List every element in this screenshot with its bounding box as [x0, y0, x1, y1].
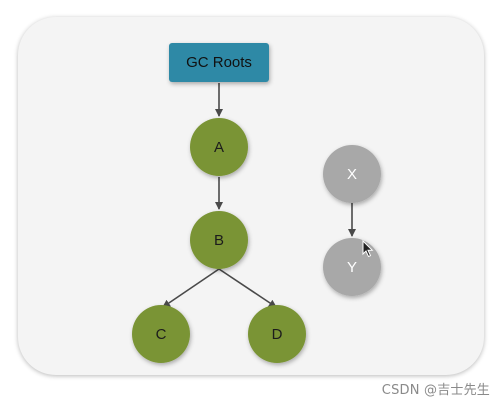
gc-roots-label: GC Roots	[186, 54, 252, 71]
edges	[162, 83, 356, 308]
node-b-label: B	[214, 232, 224, 249]
watermark: CSDN @吉士先生	[381, 383, 490, 398]
node-x-label: X	[347, 166, 357, 183]
node-c-circle	[132, 305, 190, 363]
node-d-circle	[248, 305, 306, 363]
gc-roots-box	[169, 43, 269, 82]
node-d-label: D	[272, 326, 283, 343]
gc-roots-node: GC Roots	[169, 43, 269, 82]
node-a-circle	[190, 118, 248, 176]
node-d: D	[248, 305, 306, 363]
edge-b-d	[218, 268, 277, 308]
mouse-pointer-icon	[362, 240, 374, 258]
node-a: A	[190, 118, 248, 176]
node-a-label: A	[214, 139, 224, 156]
node-c: C	[132, 305, 190, 363]
node-x-circle	[323, 145, 381, 203]
node-y-label: Y	[347, 259, 357, 276]
node-b: B	[190, 211, 248, 269]
edge-b-c	[162, 268, 220, 308]
node-b-circle	[190, 211, 248, 269]
node-x: X	[323, 145, 381, 203]
node-c-label: C	[156, 326, 167, 343]
